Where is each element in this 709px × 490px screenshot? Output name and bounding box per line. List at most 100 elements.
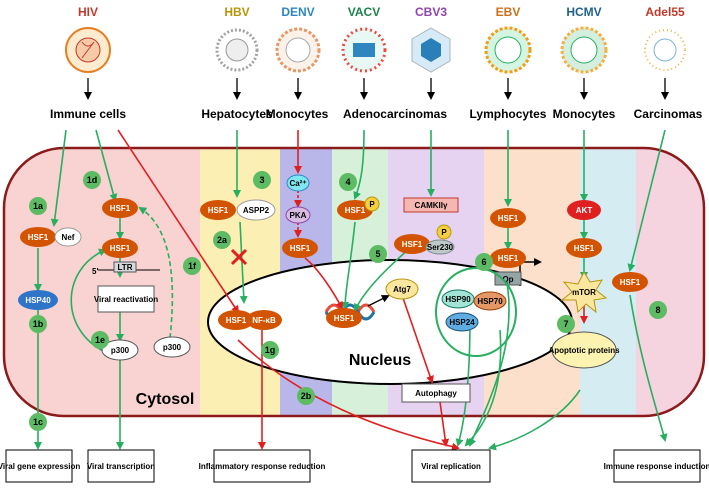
virus-ebv-icon (484, 26, 532, 74)
svg-text:1f: 1f (188, 261, 197, 271)
pka-label: PKA (290, 211, 307, 220)
hsf1-1a (20, 227, 56, 247)
nef-protein (54, 227, 82, 247)
camk-box (403, 197, 459, 213)
hsf1-vacv (337, 200, 373, 220)
outcome-viral-replication-box (411, 449, 491, 483)
hsp24-protein (445, 312, 479, 332)
outcome-viral-gene: Viral gene expression (0, 462, 80, 471)
phospho-cbv3 (436, 224, 452, 240)
hsf1-hcmv-label: HSF1 (574, 244, 595, 253)
autophagy-box (401, 383, 471, 403)
ltr-5-label: 5' (92, 267, 98, 276)
svg-text:6: 6 (481, 257, 486, 267)
virus-arrows (84, 78, 669, 100)
cytosol-label: Cytosol (136, 391, 195, 408)
cell-type-hepatocytes: Hepatocytes (201, 107, 273, 121)
ltr-box (113, 261, 137, 273)
virus-name-hbv: HBV (224, 5, 249, 19)
hsf1-ltr-label: HSF1 (110, 244, 131, 253)
outcome-inflammatory-box (213, 449, 311, 483)
block-x-icon (230, 248, 248, 266)
phospho-vacv-label: P (369, 200, 375, 209)
virus-name-hcmv: HCMV (566, 5, 601, 19)
svg-text:1e: 1e (95, 335, 105, 345)
mtor-label: mTOR (572, 288, 596, 297)
virus-cbv3-icon (411, 27, 451, 73)
virus-hcmv-icon (560, 26, 608, 74)
outcome-viral-replication: Viral replication (421, 462, 481, 471)
hsf1-nucleus-nfkb (218, 310, 254, 330)
hsf1-cbv3-label: HSF1 (402, 240, 423, 249)
step-6 (475, 253, 493, 271)
nfkb-label: NF-κB (252, 316, 276, 325)
step-2a (213, 231, 231, 249)
outcome-viral-transcription-box (87, 449, 155, 483)
step-8 (649, 301, 667, 319)
step-4 (339, 173, 357, 191)
cell-membrane (2, 146, 706, 418)
atg7-label: Atg7 (393, 285, 411, 294)
svg-text:5: 5 (375, 249, 380, 259)
cell-type-monocytes-2: Monocytes (553, 107, 616, 121)
hsf1-hcmv (566, 238, 602, 258)
hsf1-ebv-1 (490, 208, 526, 228)
svg-text:8: 8 (655, 305, 660, 315)
hsf1-ebv-2 (490, 248, 526, 268)
camk-label: CAMKIIγ (415, 201, 448, 210)
ltr-label: LTR (118, 263, 133, 272)
hsp40-label: HSP40 (25, 296, 51, 305)
virus-denv-icon (275, 27, 321, 73)
svg-text:2b: 2b (301, 391, 312, 401)
step-1e (91, 331, 109, 349)
outcome-immune-response-box (613, 449, 701, 483)
step-1g (261, 341, 279, 359)
virus-name-hiv: HIV (78, 5, 98, 19)
ser230-label: Ser230 (427, 243, 454, 252)
green-arrows (34, 129, 668, 451)
hsf1-nucleus-dna-label: HSF1 (334, 314, 355, 323)
virus-hbv-icon (215, 28, 259, 72)
hsf1-hbv-label: HSF1 (208, 206, 229, 215)
qp-label: Qp (502, 275, 513, 284)
step-1a (29, 197, 47, 215)
svg-text:1c: 1c (33, 417, 43, 427)
autophagy-label: Autophagy (415, 389, 457, 398)
hsp24-label: HSP24 (449, 318, 475, 327)
apoptotic-label: Apoptotic proteins (548, 346, 620, 355)
hsf1-denv (282, 238, 318, 258)
hsf1-adel55-label: HSF1 (620, 278, 641, 287)
hsp-complex-ring (435, 267, 517, 357)
virus-name-denv: DENV (281, 5, 314, 19)
step-1f (183, 257, 201, 275)
outcome-viral-transcription: Viral transcription (87, 462, 155, 471)
hsf1-hbv (200, 200, 236, 220)
p300-protein-b (153, 336, 191, 358)
svg-text:3: 3 (259, 175, 264, 185)
hsf1-1d (102, 198, 138, 218)
svg-text:1d: 1d (87, 175, 98, 185)
phospho-vacv (364, 196, 380, 212)
apoptotic-proteins (551, 331, 617, 369)
calcium-label: Ca²⁺ (289, 179, 306, 188)
pka-protein (285, 206, 311, 224)
nef-label: Nef (62, 233, 75, 242)
aspp2-label: ASPP2 (243, 206, 270, 215)
virus-name-cbv3: CBV3 (415, 5, 447, 19)
step-7 (557, 315, 575, 333)
virus-hiv-icon (65, 27, 111, 73)
virus-vacv-icon (341, 27, 387, 73)
viral-reactivation-label: Viral reactivation (94, 295, 158, 304)
hsf1-nucleus-dna (326, 308, 362, 328)
virus-name-ebv: EBV (496, 5, 521, 19)
aspp2-protein (236, 199, 276, 221)
virus-name-vacv: VACV (348, 5, 380, 19)
akt-label: AKT (576, 206, 593, 215)
hsf1-denv-label: HSF1 (290, 244, 311, 253)
cell-type-monocytes-1: Monocytes (266, 107, 329, 121)
svg-text:1g: 1g (265, 345, 276, 355)
svg-text:1a: 1a (33, 201, 44, 211)
nucleus-label: Nucleus (349, 352, 411, 369)
step-1b (29, 315, 47, 333)
gene-arrow (367, 295, 390, 307)
